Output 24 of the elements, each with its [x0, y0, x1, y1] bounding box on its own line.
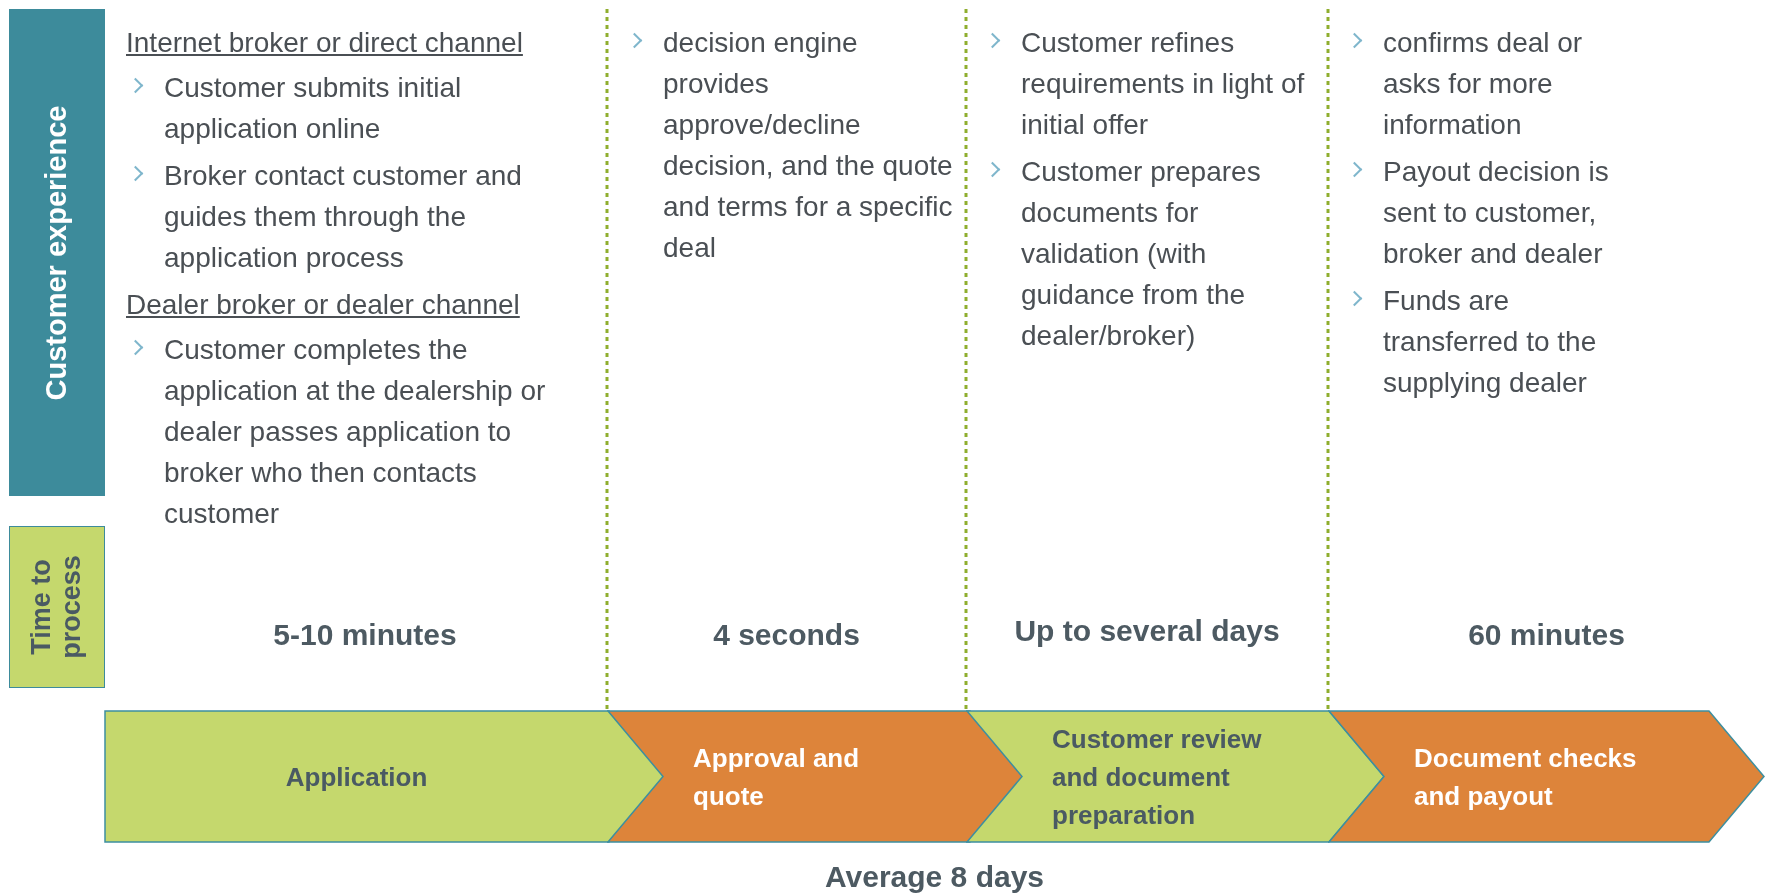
bullet-text: Customer submits initial application online — [164, 71, 463, 146]
duration-label: Up to several days — [1013, 614, 1281, 648]
bullet-text: Customer prepares documents for validation (with guidance from the dealer/broker) — [1021, 155, 1262, 353]
bullet-text: confirms deal or asks for more information — [1383, 26, 1584, 142]
stage-label: Application — [284, 760, 429, 794]
channel-heading: Dealer broker or dealer channel — [126, 288, 521, 322]
duration-label: 5-10 minutes — [272, 618, 458, 652]
bullet-text: Broker contact customer and guides them through the application process — [164, 159, 523, 275]
band-label: Time to process — [27, 554, 87, 661]
label-band — [9, 9, 105, 496]
stage-label: Document checks and payout — [1414, 741, 1638, 813]
bullet-text: Customer completes the application at the dealership or dealer passes application to broker who then contacts customer — [164, 333, 547, 531]
duration-label: 4 seconds — [712, 618, 861, 652]
duration-label: 60 minutes — [1467, 618, 1626, 652]
total-duration: Average 8 days — [824, 860, 1045, 894]
band-label: Customer experience — [41, 104, 73, 402]
stage-label: Approval and quote — [693, 741, 861, 813]
bullet-text: decision engine provides approve/decline decision, and the quote and terms for a specific deal — [663, 26, 954, 265]
stage-label: Customer review and document preparation — [1052, 722, 1263, 832]
channel-heading: Internet broker or direct channel — [126, 26, 524, 60]
label-band — [9, 526, 105, 688]
bullet-text: Payout decision is sent to customer, broker and dealer — [1383, 155, 1610, 271]
bullet-text: Customer refines requirements in light of initial offer — [1021, 26, 1306, 142]
bullet-text: Funds are transferred to the supplying dealer — [1383, 284, 1598, 400]
